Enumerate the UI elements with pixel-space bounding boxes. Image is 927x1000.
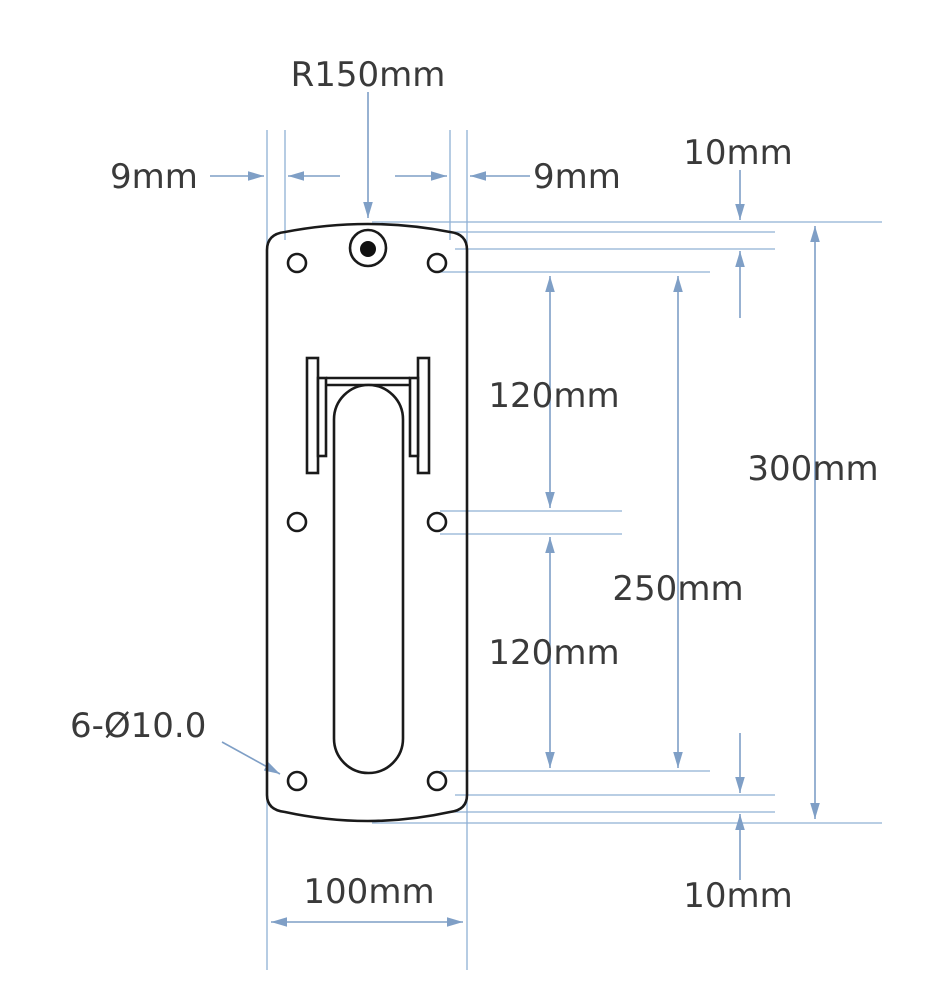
mounting-hole [426, 511, 448, 533]
hole-span-label: 250mm [612, 569, 743, 609]
mounting-hole [286, 770, 308, 792]
plate-outline [265, 222, 469, 823]
top-offset-label: 10mm [683, 133, 793, 173]
spacing-upper-label: 120mm [488, 376, 619, 416]
holes-leader [221, 741, 281, 775]
bottom-offset-label: 10mm [683, 876, 793, 916]
pivot-pin-outer [348, 228, 388, 268]
right-margin-label: 9mm [533, 157, 621, 197]
slot [332, 383, 405, 775]
left-margin-label: 9mm [110, 157, 198, 197]
bracket [305, 356, 431, 475]
dimension-lines [210, 92, 820, 927]
hinge-plate [265, 222, 469, 823]
pivot-pin-center [360, 241, 376, 257]
spacing-lower-label: 120mm [488, 633, 619, 673]
holes-label: 6-Ø10.0 [70, 706, 206, 746]
mounting-hole [286, 511, 308, 533]
overall-height-label: 300mm [747, 449, 878, 489]
labels: R150mm 9mm 9mm 10mm 120mm 300mm 250mm 12… [70, 55, 879, 916]
width-label: 100mm [303, 872, 434, 912]
radius-label: R150mm [291, 55, 446, 95]
mounting-hole [426, 770, 448, 792]
mounting-hole [286, 252, 308, 274]
mounting-hole [426, 252, 448, 274]
extension-lines [266, 130, 882, 970]
